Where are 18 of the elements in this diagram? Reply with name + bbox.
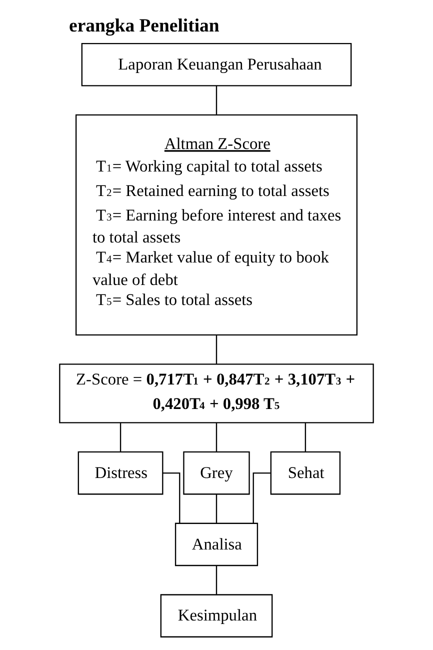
node-box: Analisa <box>174 522 258 566</box>
connector <box>216 335 218 364</box>
connector <box>252 472 270 524</box>
diagram-title: erangka Penelitian <box>69 16 220 37</box>
node-box: Grey <box>183 451 250 495</box>
connector <box>216 86 218 115</box>
connector <box>120 423 122 452</box>
node-box: Laporan Keuangan Perusahaan <box>81 42 352 86</box>
node-box: Sehat <box>270 451 341 495</box>
connector <box>216 494 218 524</box>
connector <box>304 423 306 452</box>
node-box: Altman Z-Score T1= Working capital to total assets T2= Retained earning to total assets T3= Earning before interest and taxes to total assets T4= Market value of equity to book value of debt T5= Sales to total assets <box>75 114 358 336</box>
connector <box>162 472 180 524</box>
connector <box>216 566 218 594</box>
connector <box>216 423 218 452</box>
node-box: Z-Score = 0,717T1 + 0,847T2 + 3,107T3 + 0,420T4 + 0,998 T5 <box>59 364 374 424</box>
node-box: Kesimpulan <box>160 594 273 638</box>
node-box: Distress <box>78 451 164 495</box>
